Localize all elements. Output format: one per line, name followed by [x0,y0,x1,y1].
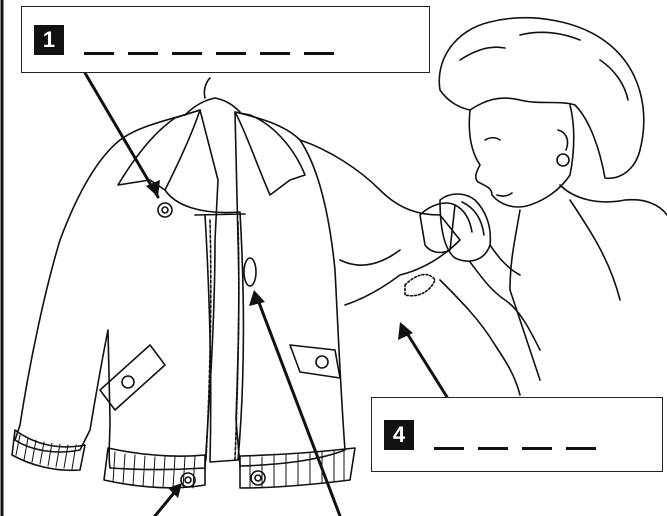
arrow-3-head [249,290,265,306]
woman [439,18,667,395]
letter-blank[interactable] [566,429,596,450]
letter-blank[interactable] [434,429,464,450]
answer-blanks-4[interactable] [434,420,596,450]
arrow-4 [405,330,447,397]
letter-blank[interactable] [478,429,508,450]
label-number-4: 4 [384,420,414,450]
letter-blank[interactable] [172,34,202,55]
letter-blank[interactable] [128,34,158,55]
label-box-4: 4 [371,397,663,472]
letter-blank[interactable] [522,429,552,450]
letter-blank[interactable] [216,34,246,55]
answer-blanks-1[interactable] [84,25,334,55]
label-number-1: 1 [34,25,64,55]
letter-blank[interactable] [260,34,290,55]
label-box-1: 1 [21,6,430,73]
letter-blank[interactable] [304,34,334,55]
letter-blank[interactable] [84,34,114,55]
arrow-3 [258,300,340,516]
